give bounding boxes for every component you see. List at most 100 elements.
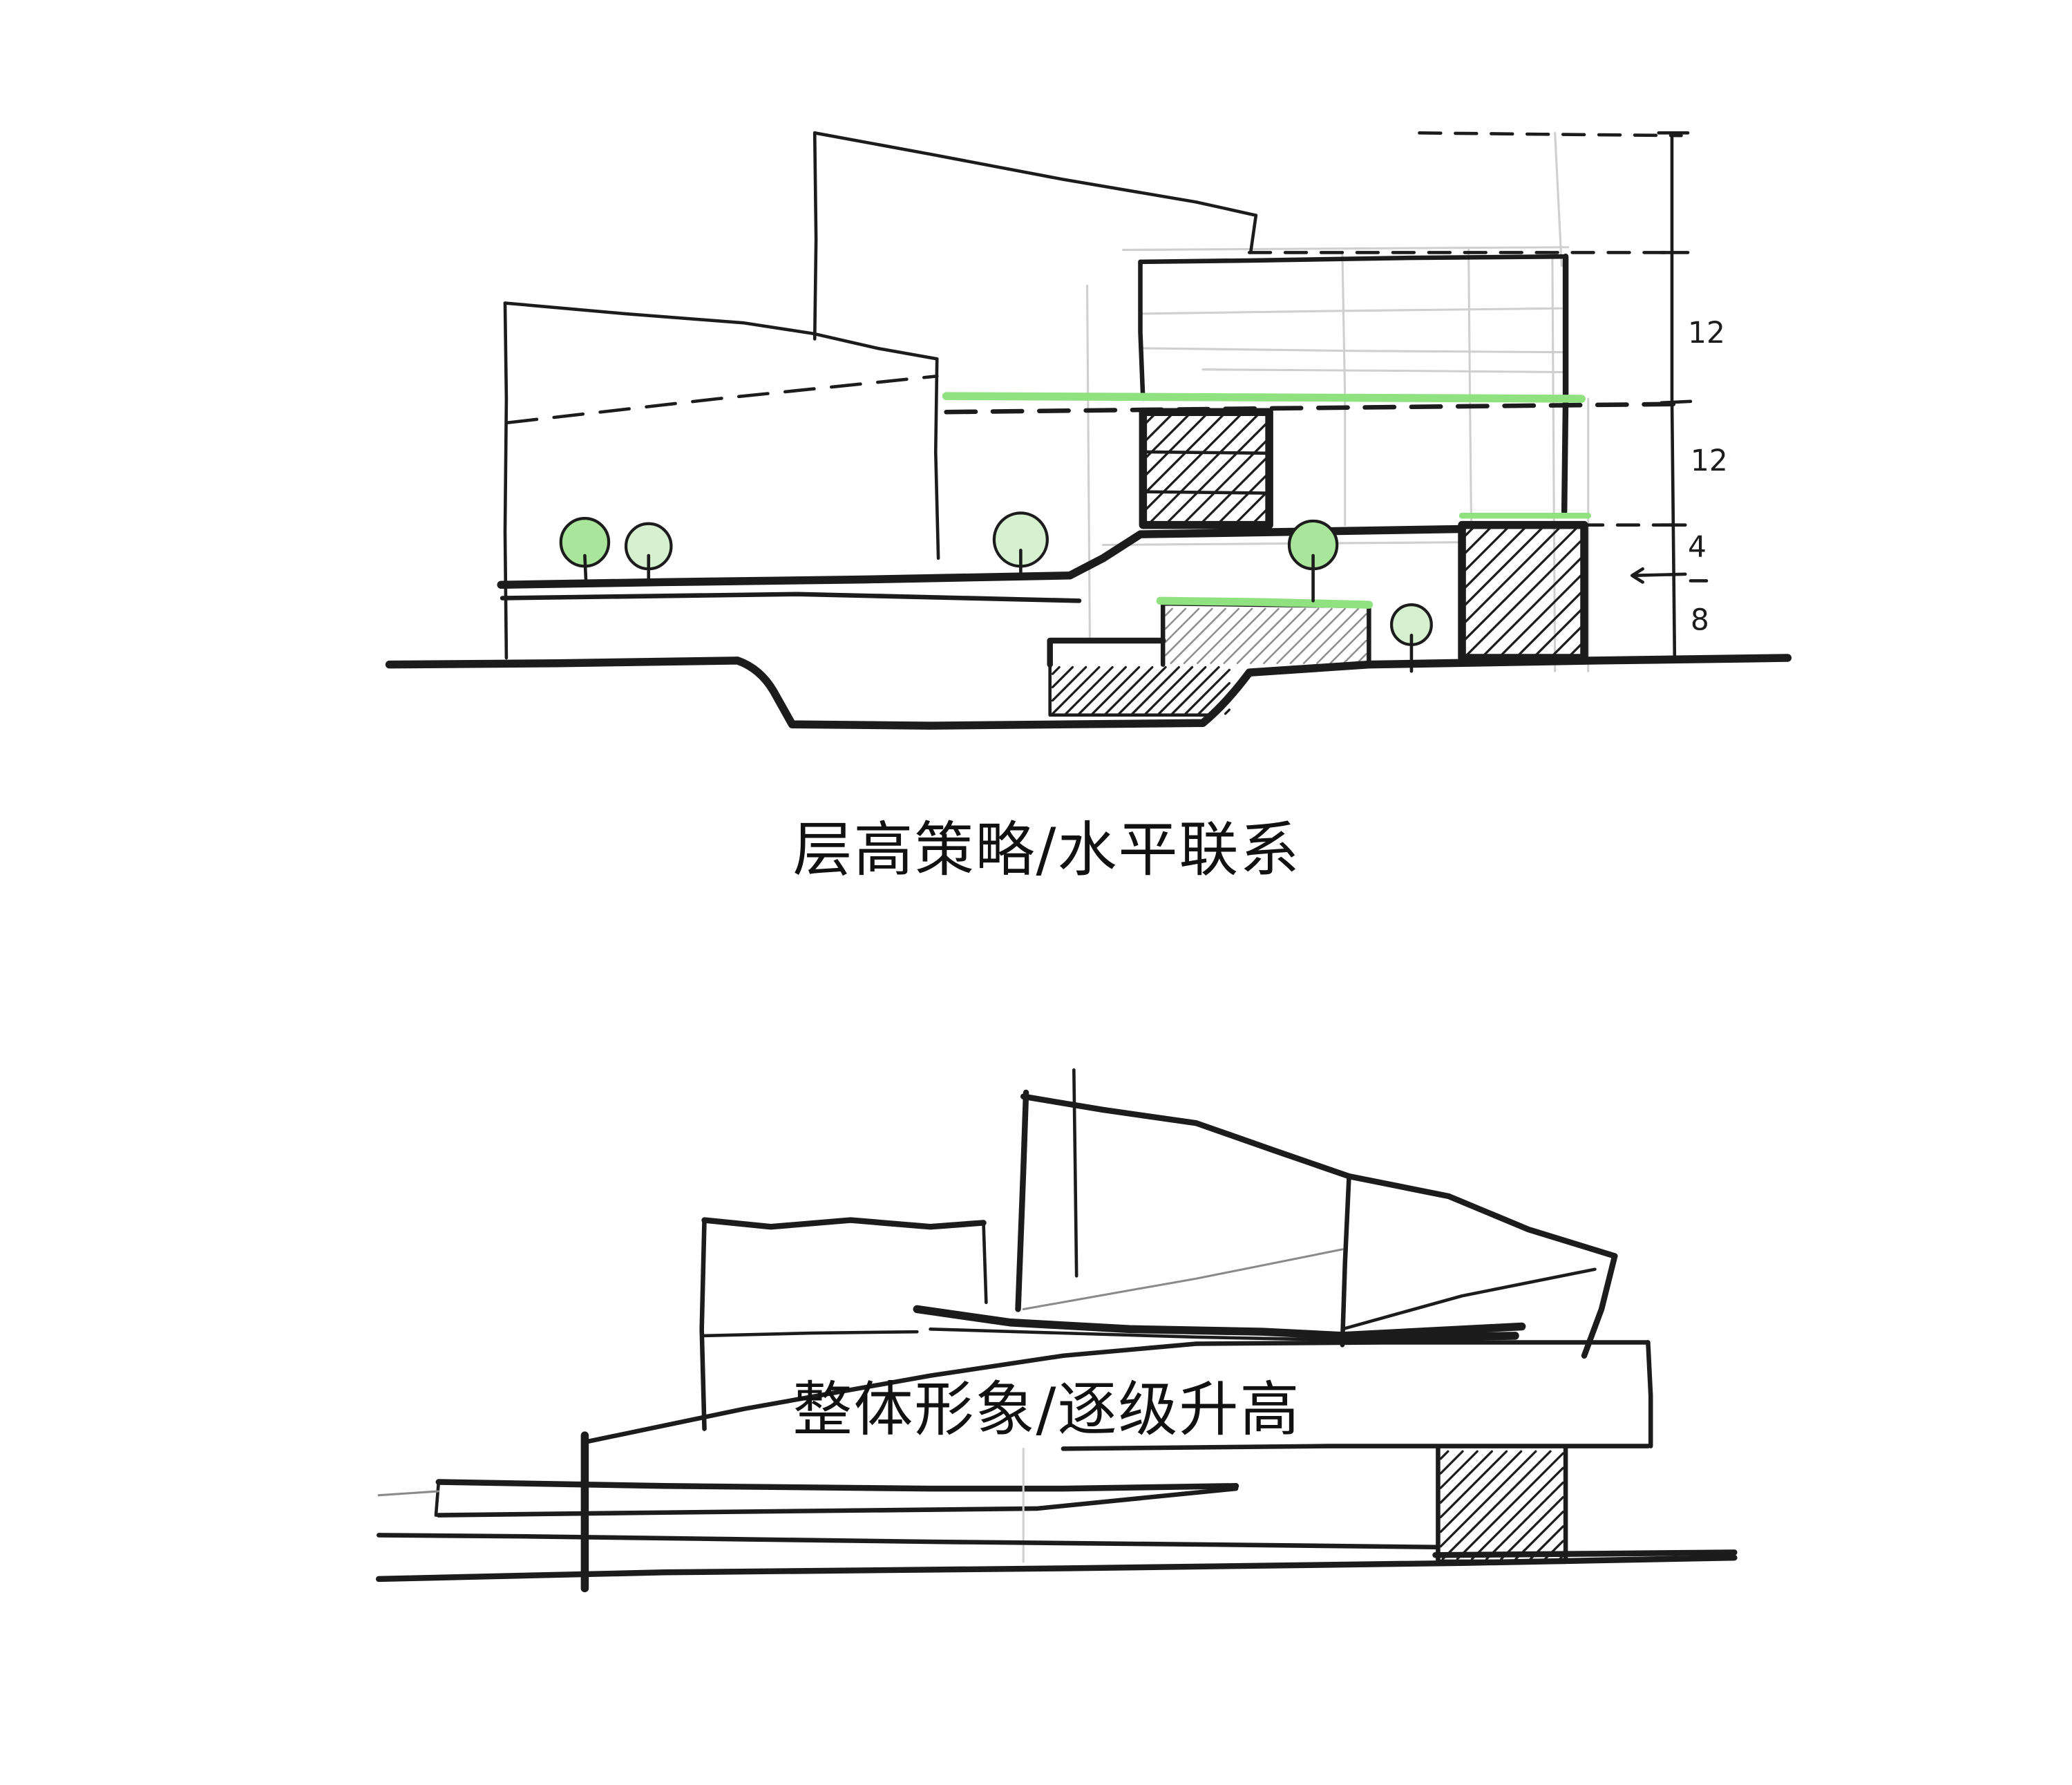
slab-bottom xyxy=(1061,1444,1651,1451)
platform-top xyxy=(497,525,1466,589)
platform xyxy=(497,525,1466,603)
volume-floor-line xyxy=(1143,490,1268,495)
hatch-line xyxy=(1456,1452,1564,1560)
hatch-line xyxy=(1171,665,1220,715)
level-line-top xyxy=(1418,131,1683,138)
sunken-court xyxy=(1047,637,1231,717)
axis-line xyxy=(1072,1068,1078,1278)
hatch-line xyxy=(1144,413,1156,425)
hatch-line xyxy=(1249,607,1306,664)
trees xyxy=(559,511,1433,673)
hatch-line xyxy=(1500,1495,1564,1560)
hatch-line xyxy=(1483,556,1583,657)
construction-line xyxy=(1141,307,1563,315)
tree xyxy=(1287,519,1339,603)
construction-line xyxy=(1551,251,1557,672)
hatch-line xyxy=(1342,639,1367,664)
hatch-line xyxy=(1235,491,1268,524)
right-building-roof xyxy=(1138,254,1568,265)
hatch-line xyxy=(1078,665,1127,715)
right-building xyxy=(1138,253,1569,515)
hatch-line xyxy=(1463,526,1492,555)
hatch-line xyxy=(1439,1450,1537,1548)
dimension-label: 12 xyxy=(1688,316,1725,350)
level-line-middle xyxy=(944,402,1680,415)
construction-line xyxy=(1102,541,1463,547)
left-building xyxy=(503,301,940,660)
hatch-line xyxy=(1263,607,1320,664)
hatch-line xyxy=(1166,422,1268,524)
hatch-line xyxy=(1463,526,1527,589)
sunken-outline xyxy=(1048,663,1211,717)
dimension-arrow xyxy=(1630,567,1687,584)
hatch-line xyxy=(1196,607,1253,664)
dimension-label: 12 xyxy=(1691,444,1728,478)
slab-top xyxy=(582,1340,1651,1445)
hatch-line xyxy=(1463,526,1544,607)
construction-line xyxy=(1554,131,1563,267)
construction-line xyxy=(1141,347,1567,354)
ramp-top xyxy=(435,1479,1239,1492)
ramp-end xyxy=(434,1480,441,1517)
tall-building xyxy=(812,131,1258,341)
level-lines xyxy=(942,131,1683,527)
ramp-faint-line xyxy=(377,1490,440,1497)
hatch-line xyxy=(1164,607,1200,643)
hatch-line xyxy=(1223,607,1280,664)
hatch-line xyxy=(1552,625,1583,657)
hatch-line xyxy=(1197,681,1231,715)
hatch-line xyxy=(1164,607,1187,630)
hatch-line xyxy=(1224,708,1231,715)
box-right-edge xyxy=(982,1221,988,1305)
hatch-line xyxy=(1439,1450,1450,1460)
step-outline xyxy=(1047,637,1166,668)
hatch-line xyxy=(1441,1450,1552,1560)
ground-line xyxy=(385,654,1792,730)
left-building-floor-line xyxy=(506,374,939,424)
volume-outline xyxy=(1139,408,1273,529)
hatch-line xyxy=(1517,591,1583,657)
construction-line xyxy=(1341,251,1347,527)
hatch-fill xyxy=(1144,413,1268,524)
wedge-roof xyxy=(1020,1093,1618,1259)
green-roof-line xyxy=(1156,596,1374,609)
tree xyxy=(1389,603,1433,673)
hatch-line xyxy=(1463,526,1561,624)
wedge-shading xyxy=(1022,1248,1344,1310)
dimension-label: 8 xyxy=(1691,603,1709,637)
hatch-line xyxy=(1289,607,1347,664)
slab-end xyxy=(1646,1340,1653,1448)
hatch-line xyxy=(1144,665,1194,715)
hatch-line xyxy=(1514,1511,1564,1560)
tall-building-right-edge xyxy=(1248,214,1258,254)
box-base-line xyxy=(700,1330,919,1338)
hatch-line xyxy=(1439,1450,1493,1504)
left-building-roof xyxy=(503,301,939,361)
hatch-fill xyxy=(1164,607,1367,664)
hatch-line xyxy=(1439,1450,1479,1489)
ground-line xyxy=(1432,1549,1738,1558)
wedge-left-edge xyxy=(1015,1089,1029,1312)
hatched-volume-right xyxy=(1458,513,1592,662)
ground-line xyxy=(376,1533,1438,1549)
hatch-line xyxy=(1470,1466,1564,1560)
tree xyxy=(992,511,1049,580)
hatch-line xyxy=(1170,607,1226,664)
dimension-label: 4 xyxy=(1688,530,1707,564)
green-terrace-line xyxy=(942,392,1586,403)
hatch-line xyxy=(1276,607,1333,664)
upper-section-sketch: 12 12 4 8 xyxy=(385,131,1792,730)
hatch-line xyxy=(1236,607,1293,664)
hatch-line xyxy=(1144,413,1242,511)
hatch-line xyxy=(1104,665,1154,715)
hatch-line xyxy=(1316,613,1367,664)
hatch-fill xyxy=(1439,1450,1564,1560)
dimension-chain: 12 12 4 8 xyxy=(1630,131,1728,660)
hatch-line xyxy=(1569,643,1583,657)
upper-sketch-caption: 层高策略/水平联系 xyxy=(792,815,1301,885)
wedge-shading xyxy=(1340,1267,1597,1331)
hatch-fill xyxy=(1051,665,1231,715)
volume-floor-line xyxy=(1143,450,1268,455)
box-roof xyxy=(701,1217,987,1230)
